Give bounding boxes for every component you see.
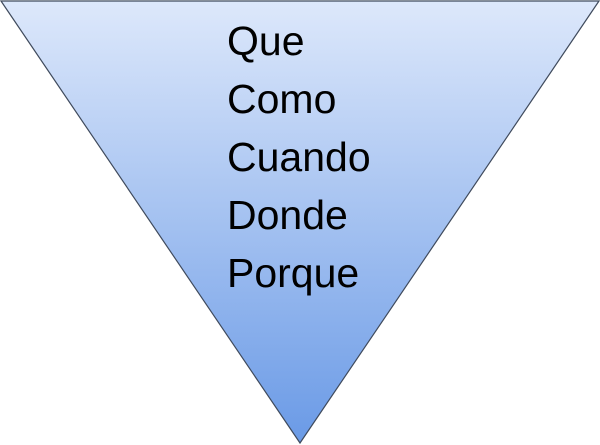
word-como: Como: [227, 76, 337, 122]
word-que: Que: [227, 18, 305, 64]
word-list: Que Como Cuando Donde Porque: [227, 12, 371, 302]
word-porque: Porque: [227, 250, 360, 296]
word-cuando: Cuando: [227, 134, 371, 180]
word-donde: Donde: [227, 192, 348, 238]
